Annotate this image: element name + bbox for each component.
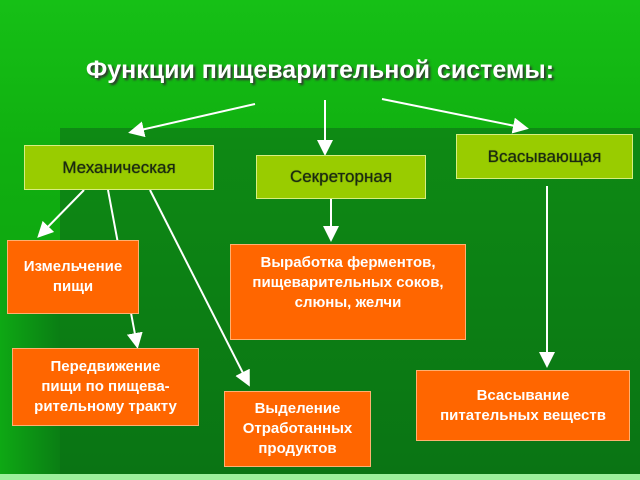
category-absorbing: Всасывающая [456, 134, 633, 179]
result-absorption: Всасывание питательных веществ [416, 370, 630, 441]
arrow-mechanical-grinding [37, 189, 85, 238]
result-grinding: Измельчение пищи [7, 240, 139, 314]
result-excretion: Выделение Отработанных продуктов [224, 391, 371, 467]
arrow-mechanical-excretion [149, 189, 250, 387]
arrow-title-absorbing [381, 98, 529, 134]
category-secretory: Секреторная [256, 155, 426, 199]
category-mechanical: Механическая [24, 145, 214, 190]
arrow-title-mechanical [128, 103, 256, 138]
slide-title: Функции пищеварительной системы: [85, 56, 555, 84]
result-production: Выработка ферментов, пищеварительных сок… [230, 244, 466, 340]
result-moving: Передвижение пищи по пищева- рительному … [12, 348, 199, 426]
bottom-strip [0, 474, 640, 480]
